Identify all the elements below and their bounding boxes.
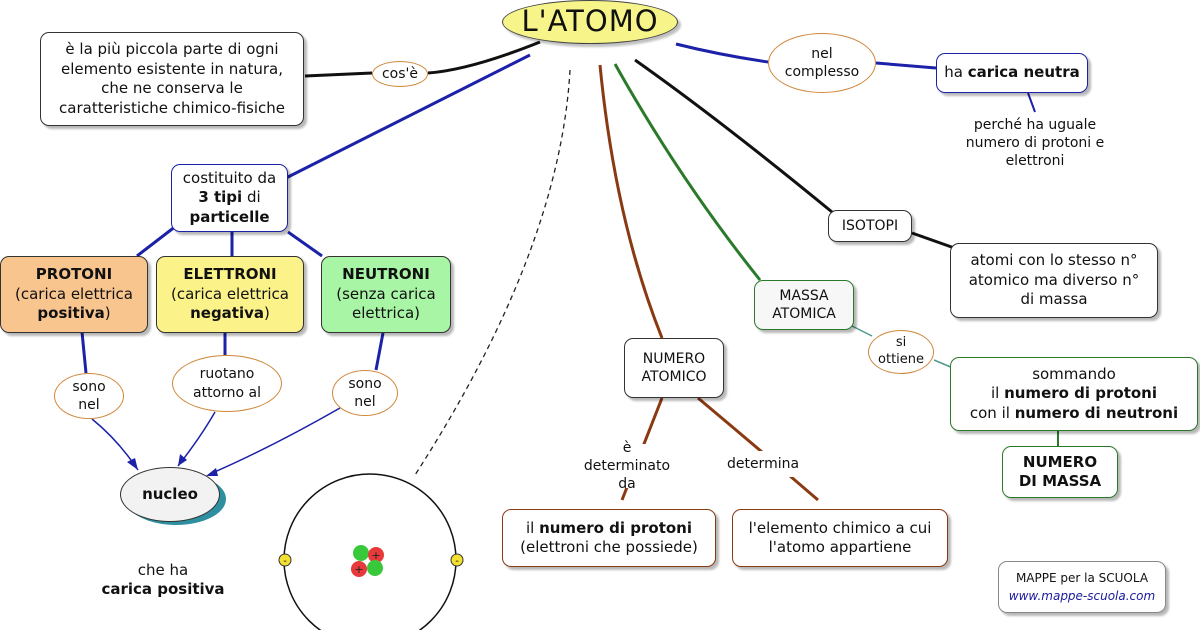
link-si-ottiene: si ottiene <box>868 330 934 374</box>
sommando-line1: sommando <box>1032 364 1116 383</box>
protoni-charge-bold: positiva <box>37 304 105 323</box>
line-title-nelcomplesso <box>675 42 769 64</box>
protoni-name: PROTONI <box>35 265 113 284</box>
costituito-line3: particelle <box>189 207 270 226</box>
line-na-determina <box>697 396 819 502</box>
line-costituito-neutroni <box>287 230 323 258</box>
sommando-bold2: numero di protoni <box>1004 384 1158 403</box>
nucleo-note-line2: carica positiva <box>101 580 225 598</box>
perche-text: perché ha uguale numero di protoni e ele… <box>965 116 1105 170</box>
sommando-pre3: con il <box>969 403 1015 422</box>
costituito-line2: 3 tipi di <box>198 188 260 208</box>
credit-line1: MAPPE per la SCUOLA <box>1015 571 1149 585</box>
link-cose: cos'è <box>372 61 428 87</box>
link-e-determinato: è determinato da <box>564 440 690 492</box>
numero-protoni-line1: il numero di protoni <box>526 519 692 539</box>
neutron-2 <box>367 560 383 576</box>
proton-1 <box>368 547 384 563</box>
elettroni-charge: negativa) <box>190 304 270 324</box>
line-costituito-protoni <box>136 224 177 258</box>
sommando-box: sommando il numero di protoni con il num… <box>950 357 1198 431</box>
line-neutra-perche <box>1027 92 1036 113</box>
costituito-rest: di <box>242 188 261 207</box>
line-siottiene-sommando <box>933 359 954 369</box>
numero-protoni-box: il numero di protoni (elettroni che poss… <box>502 509 716 567</box>
nucleo-note: che ha carica positiva <box>80 558 246 602</box>
neutroni-desc: (senza carica elettrica) <box>336 284 436 323</box>
costituito-box: costituito da 3 tipi di particelle <box>171 164 288 232</box>
numero-protoni-line2: (elettroni che possiede) <box>520 538 698 556</box>
arrow-2 <box>178 454 187 466</box>
numero-protoni-bold: numero di protoni <box>539 518 693 537</box>
neutron-1 <box>353 545 369 561</box>
line-neutroni-sononel <box>374 332 385 371</box>
carica-neutra-bold: carica neutra <box>967 63 1080 82</box>
link-sono-nel-2: sono nel <box>332 370 398 416</box>
nucleo-note-line1: che ha <box>137 560 189 579</box>
line-cose-definition <box>304 71 373 78</box>
title-atomo: L'ATOMO <box>502 0 678 44</box>
arrow-3 <box>206 468 218 476</box>
credit-url: www.mappe-scuola.com <box>1008 589 1156 603</box>
electron-sign-left: - <box>283 556 287 567</box>
nucleo-node: nucleo <box>120 467 220 522</box>
line-title-massa <box>613 63 762 281</box>
electron-left <box>278 553 292 567</box>
elettroni-close: ) <box>264 304 270 323</box>
line-title-cose <box>427 40 541 75</box>
numero-di-massa-box: NUMERO DI MASSA <box>1002 446 1118 498</box>
elettroni-name: ELETTRONI <box>183 265 277 284</box>
proton-2 <box>351 561 367 577</box>
protoni-desc: (carica elettrica <box>15 284 133 303</box>
numero-protoni-pre: il <box>525 518 540 537</box>
proton-sign-2: + <box>354 563 363 576</box>
massa-atomica-box: MASSA ATOMICA <box>754 280 854 330</box>
elemento-box: l'elemento chimico a cui l'atomo apparti… <box>732 509 948 567</box>
proton-sign-1: + <box>371 549 380 562</box>
electron-sign-right: - <box>455 556 459 567</box>
elettroni-desc: (carica elettrica <box>171 284 289 303</box>
sommando-line3: con il numero di neutroni <box>970 404 1178 424</box>
electron-right <box>450 553 464 567</box>
line-title-isotopi <box>634 58 833 214</box>
line-protoni-sononel <box>80 331 88 374</box>
elettroni-box: ELETTRONI (carica elettrica negativa) <box>156 256 304 333</box>
link-determina: determina <box>718 451 808 477</box>
isotopi-def-box: atomi con lo stesso n° atomico ma divers… <box>950 243 1158 318</box>
link-nel-complesso: nel complesso <box>768 33 876 93</box>
sommando-bold3: numero di neutroni <box>1014 403 1179 422</box>
protoni-close: ) <box>104 304 111 323</box>
sommando-line2: il numero di protoni <box>991 384 1157 404</box>
arrow-1 <box>127 458 138 470</box>
line-massa-siottiene <box>851 325 873 337</box>
line-title-numeroatomico <box>598 64 664 339</box>
isotopi-box: ISOTOPI <box>828 210 912 242</box>
carica-neutra-box: ha carica neutra <box>936 53 1088 93</box>
link-sono-nel-1: sono nel <box>54 373 124 419</box>
protoni-charge: positiva) <box>37 304 110 324</box>
line-sononel2-nucleo <box>209 407 341 475</box>
atom-model: - - + + <box>278 473 464 630</box>
sommando-pre2: il <box>990 384 1005 403</box>
line-nelcomplesso-neutra <box>875 61 937 70</box>
elettroni-charge-bold: negativa <box>190 304 265 323</box>
line-title-costituito <box>285 53 531 180</box>
neutroni-box: NEUTRONI (senza carica elettrica) <box>321 256 451 333</box>
neutroni-name: NEUTRONI <box>342 265 430 284</box>
costituito-line1: costituito da <box>182 168 277 187</box>
carica-neutra-pre: ha <box>944 63 968 82</box>
credit-box: MAPPE per la SCUOLA www.mappe-scuola.com <box>998 561 1166 613</box>
numero-atomico-box: NUMERO ATOMICO <box>624 338 724 398</box>
definition-box: è la più piccola parte di ogni elemento … <box>40 32 304 126</box>
costituito-bold: 3 tipi <box>198 188 243 207</box>
link-ruotano: ruotano attorno al <box>172 355 282 412</box>
protoni-box: PROTONI (carica elettrica positiva) <box>0 256 148 333</box>
